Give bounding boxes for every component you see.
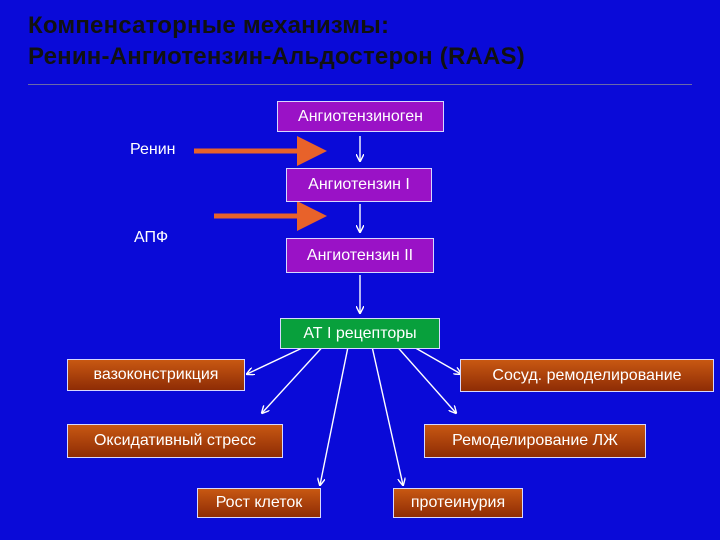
oxidative-stress-box: Оксидативный стресс (67, 424, 283, 458)
proteinuria-label: протеинурия (410, 494, 506, 511)
angiotensinogen-box: Ангиотензиноген (277, 101, 444, 132)
receptors-to-proteinuria-arrow (370, 341, 403, 485)
apf-label: АПФ (134, 229, 169, 246)
receptors-to-lv-remodeling-arrow (392, 341, 456, 413)
slide-title: Компенсаторные механизмы: Ренин-Ангиотен… (28, 10, 525, 72)
title-divider (28, 84, 692, 85)
receptors-label: АТ I рецепторы (303, 324, 417, 342)
vascular-remodeling-box: Сосуд. ремоделирование (460, 359, 714, 392)
cell-growth-label: Рост клеток (215, 494, 303, 511)
angiotensin1-box: Ангиотензин I (286, 168, 432, 202)
receptors-to-oxidative-stress-arrow (262, 341, 328, 413)
title-line-2: Ренин-Ангиотензин-Альдостерон (RAAS) (28, 43, 525, 70)
cell-growth-box: Рост клеток (197, 488, 321, 518)
vasoconstriction-label: вазоконстрикция (93, 366, 219, 383)
proteinuria-box: протеинурия (393, 488, 523, 518)
title-line-1: Компенсаторные механизмы: (28, 12, 390, 39)
vasoconstriction-box: вазоконстрикция (67, 359, 245, 391)
angiotensin2-label: Ангиотензин II (306, 246, 414, 264)
lv-remodeling-box: Ремоделирование ЛЖ (424, 424, 646, 458)
angiotensinogen-label: Ангиотензиноген (298, 107, 423, 125)
receptors-to-cell-growth-arrow (320, 341, 350, 485)
oxidative-stress-label: Оксидативный стресс (93, 432, 257, 449)
vascular-remodeling-label: Сосуд. ремоделирование (492, 366, 682, 384)
receptors-box: АТ I рецепторы (280, 318, 440, 349)
angiotensin2-box: Ангиотензин II (286, 238, 434, 273)
renin-label: Ренин (130, 141, 176, 158)
angiotensin1-label: Ангиотензин I (308, 176, 410, 193)
lv-remodeling-label: Ремоделирование ЛЖ (452, 432, 618, 449)
